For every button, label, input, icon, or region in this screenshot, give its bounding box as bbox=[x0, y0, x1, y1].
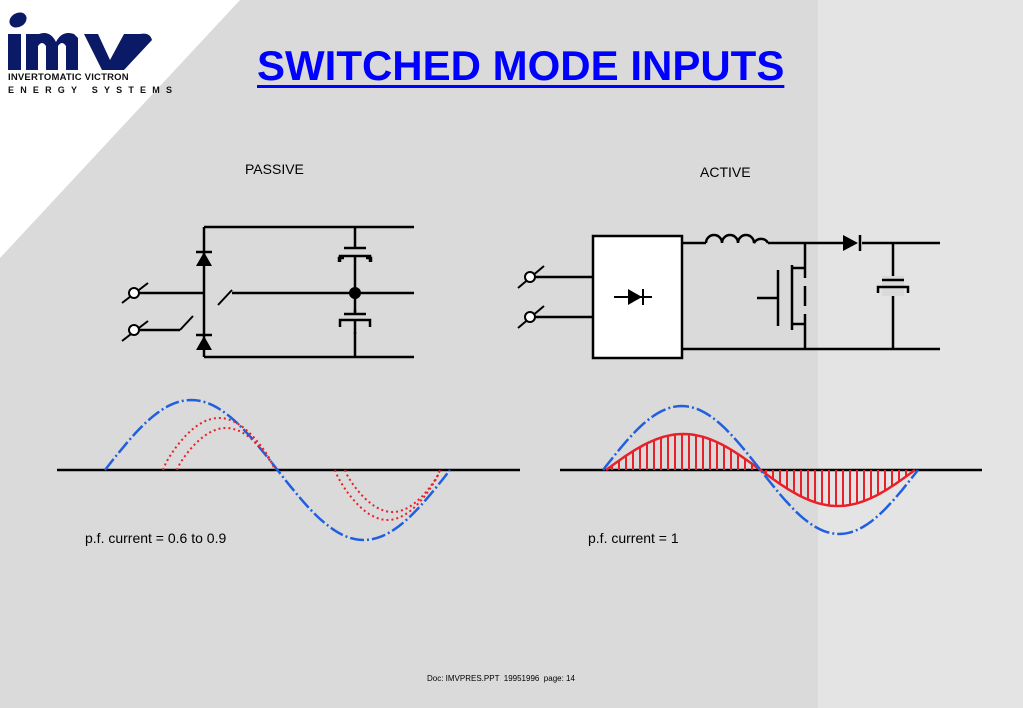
active-circuit bbox=[517, 233, 940, 360]
current-wave bbox=[605, 432, 916, 508]
page-title: SWITCHED MODE INPUTS bbox=[257, 42, 785, 89]
voltage-wave bbox=[104, 398, 451, 542]
passive-pf-caption: p.f. current = 0.6 to 0.9 bbox=[85, 530, 227, 546]
terminal-icon bbox=[128, 287, 140, 299]
active-waveform bbox=[560, 404, 982, 536]
diode-icon bbox=[628, 289, 642, 305]
active-pf-caption: p.f. current = 1 bbox=[588, 530, 679, 546]
capacitor-icon bbox=[338, 310, 372, 334]
logo-company-name: INVERTOMATIC VICTRON bbox=[8, 72, 129, 83]
passive-components bbox=[128, 244, 373, 350]
current-wave bbox=[176, 426, 441, 514]
active-components bbox=[524, 235, 910, 323]
capacitor-icon bbox=[338, 244, 372, 264]
capacitor-icon bbox=[876, 276, 910, 296]
voltage-wave bbox=[602, 404, 919, 536]
diode-icon bbox=[196, 336, 212, 350]
logo-tagline: ENERGY SYSTEMS bbox=[8, 85, 179, 95]
terminal-icon bbox=[524, 271, 536, 283]
terminal-icon bbox=[128, 324, 140, 336]
footer-doc-info: Doc: IMVPRES.PPT 19951996 page: 14 bbox=[427, 674, 575, 683]
junction-dot bbox=[349, 287, 361, 299]
diode-icon bbox=[196, 252, 212, 266]
passive-waveform bbox=[57, 398, 520, 542]
active-label: ACTIVE bbox=[700, 164, 751, 180]
passive-circuit bbox=[121, 225, 414, 359]
passive-label: PASSIVE bbox=[245, 161, 304, 177]
imv-logo bbox=[8, 12, 152, 70]
diode-icon bbox=[843, 235, 858, 251]
current-wave bbox=[162, 416, 441, 522]
terminal-icon bbox=[524, 311, 536, 323]
